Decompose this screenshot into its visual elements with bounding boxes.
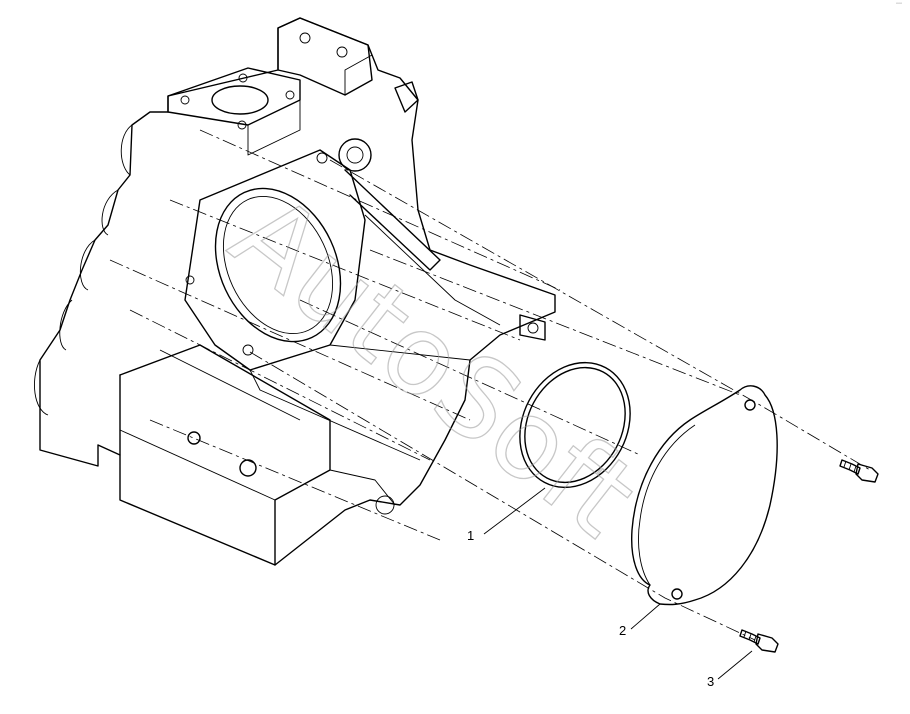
housing-casting: [34, 17, 556, 566]
callout-3: 3: [707, 674, 714, 689]
o-ring-seal: [519, 361, 631, 489]
callout-1: 1: [467, 528, 474, 543]
watermark-text: AutoSoft: [209, 170, 660, 562]
leader-lines: [483, 487, 753, 680]
cover-plate: [630, 385, 778, 606]
callout-2: 2: [619, 623, 626, 638]
corner-mark: °°°: [896, 2, 902, 7]
assembly-centerlines: [109, 129, 871, 641]
bolt-upper: [839, 459, 879, 483]
bolt-lower: [739, 629, 779, 653]
